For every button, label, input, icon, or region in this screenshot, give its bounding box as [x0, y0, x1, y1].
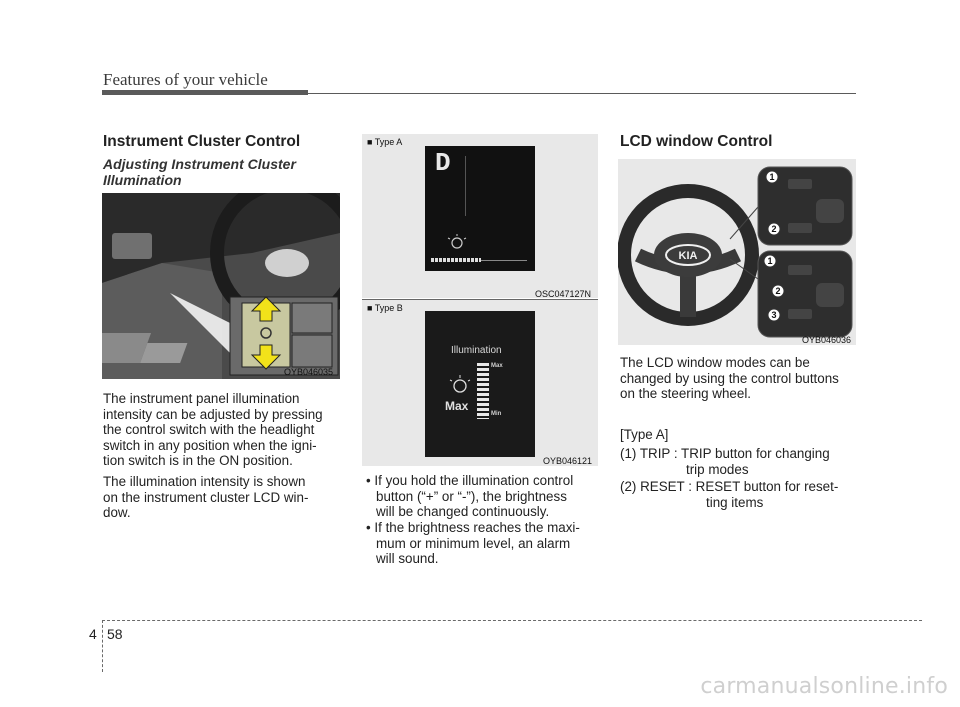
lcd-illumination-icon — [449, 375, 471, 393]
header-rule-thick — [102, 90, 308, 95]
bullet-brightness-limit: • If the brightness reaches the maxi- mu… — [366, 520, 580, 567]
callout-1-top: 1 — [769, 172, 774, 182]
brightness-level-bar — [431, 258, 481, 262]
section-heading-instrument-cluster: Instrument Cluster Control — [103, 133, 301, 150]
image-code-oyb046035: OYB046035 — [284, 367, 334, 377]
steering-wheel-illustration: KIA 1 2 1 2 3 — [617, 159, 856, 345]
page-number: 58 — [107, 626, 123, 642]
item-reset: (2) RESET : RESET button for reset- ting… — [620, 479, 839, 510]
steering-wheel-image: KIA 1 2 1 2 3 — [617, 159, 856, 345]
lcd-max-label: Max — [491, 363, 503, 369]
gear-indicator: D — [435, 148, 451, 178]
watermark: carmanualsonline.info — [700, 674, 948, 699]
kia-logo: KIA — [679, 250, 698, 262]
type-b-label: ■ Type B — [367, 303, 403, 313]
item-trip: (1) TRIP : TRIP button for changing trip… — [620, 446, 830, 477]
footer-dashed-rule — [102, 620, 922, 621]
type-a-lcd: D — [425, 146, 535, 271]
footer-vertical-dashed-rule — [102, 620, 103, 672]
callout-1-bottom: 1 — [767, 256, 772, 266]
lcd-min-label: Min — [491, 411, 502, 417]
type-divider — [362, 299, 598, 300]
lcd-illumination-title: Illumination — [451, 345, 502, 356]
lcd-value: Max — [445, 399, 469, 413]
callout-2-bottom: 2 — [775, 286, 780, 296]
page-header-title: Features of your vehicle — [103, 70, 268, 89]
subheading-illumination: Adjusting Instrument Cluster Illuminatio… — [103, 156, 296, 188]
type-b-lcd: Illumination Max Max Min — [425, 311, 535, 457]
section-heading-lcd-window: LCD window Control — [620, 133, 773, 150]
type-a-heading: [Type A] — [620, 427, 669, 442]
dashboard-photo — [102, 193, 340, 379]
image-code-oyb046036: OYB046036 — [802, 335, 852, 345]
bullet-hold-button: • If you hold the illumination control b… — [366, 473, 574, 520]
dashboard-illustration — [102, 193, 340, 379]
image-code-oyb046121: OYB046121 — [543, 456, 593, 466]
callout-2-top: 2 — [771, 224, 776, 234]
image-code-osc047127n: OSC047127N — [535, 289, 592, 299]
paragraph-lcd-modes: The LCD window modes can be changed by u… — [620, 355, 839, 402]
header-rule-thin — [308, 93, 856, 94]
type-a-label: ■ Type A — [367, 137, 403, 147]
paragraph-illumination-shown: The illumination intensity is shown on t… — [103, 474, 309, 521]
lcd-level-bars — [477, 363, 489, 419]
paragraph-illumination-adjust: The instrument panel illumination intens… — [103, 391, 323, 469]
illumination-icon — [447, 234, 467, 249]
callout-3-bottom: 3 — [771, 310, 776, 320]
chapter-number: 4 — [89, 626, 97, 642]
